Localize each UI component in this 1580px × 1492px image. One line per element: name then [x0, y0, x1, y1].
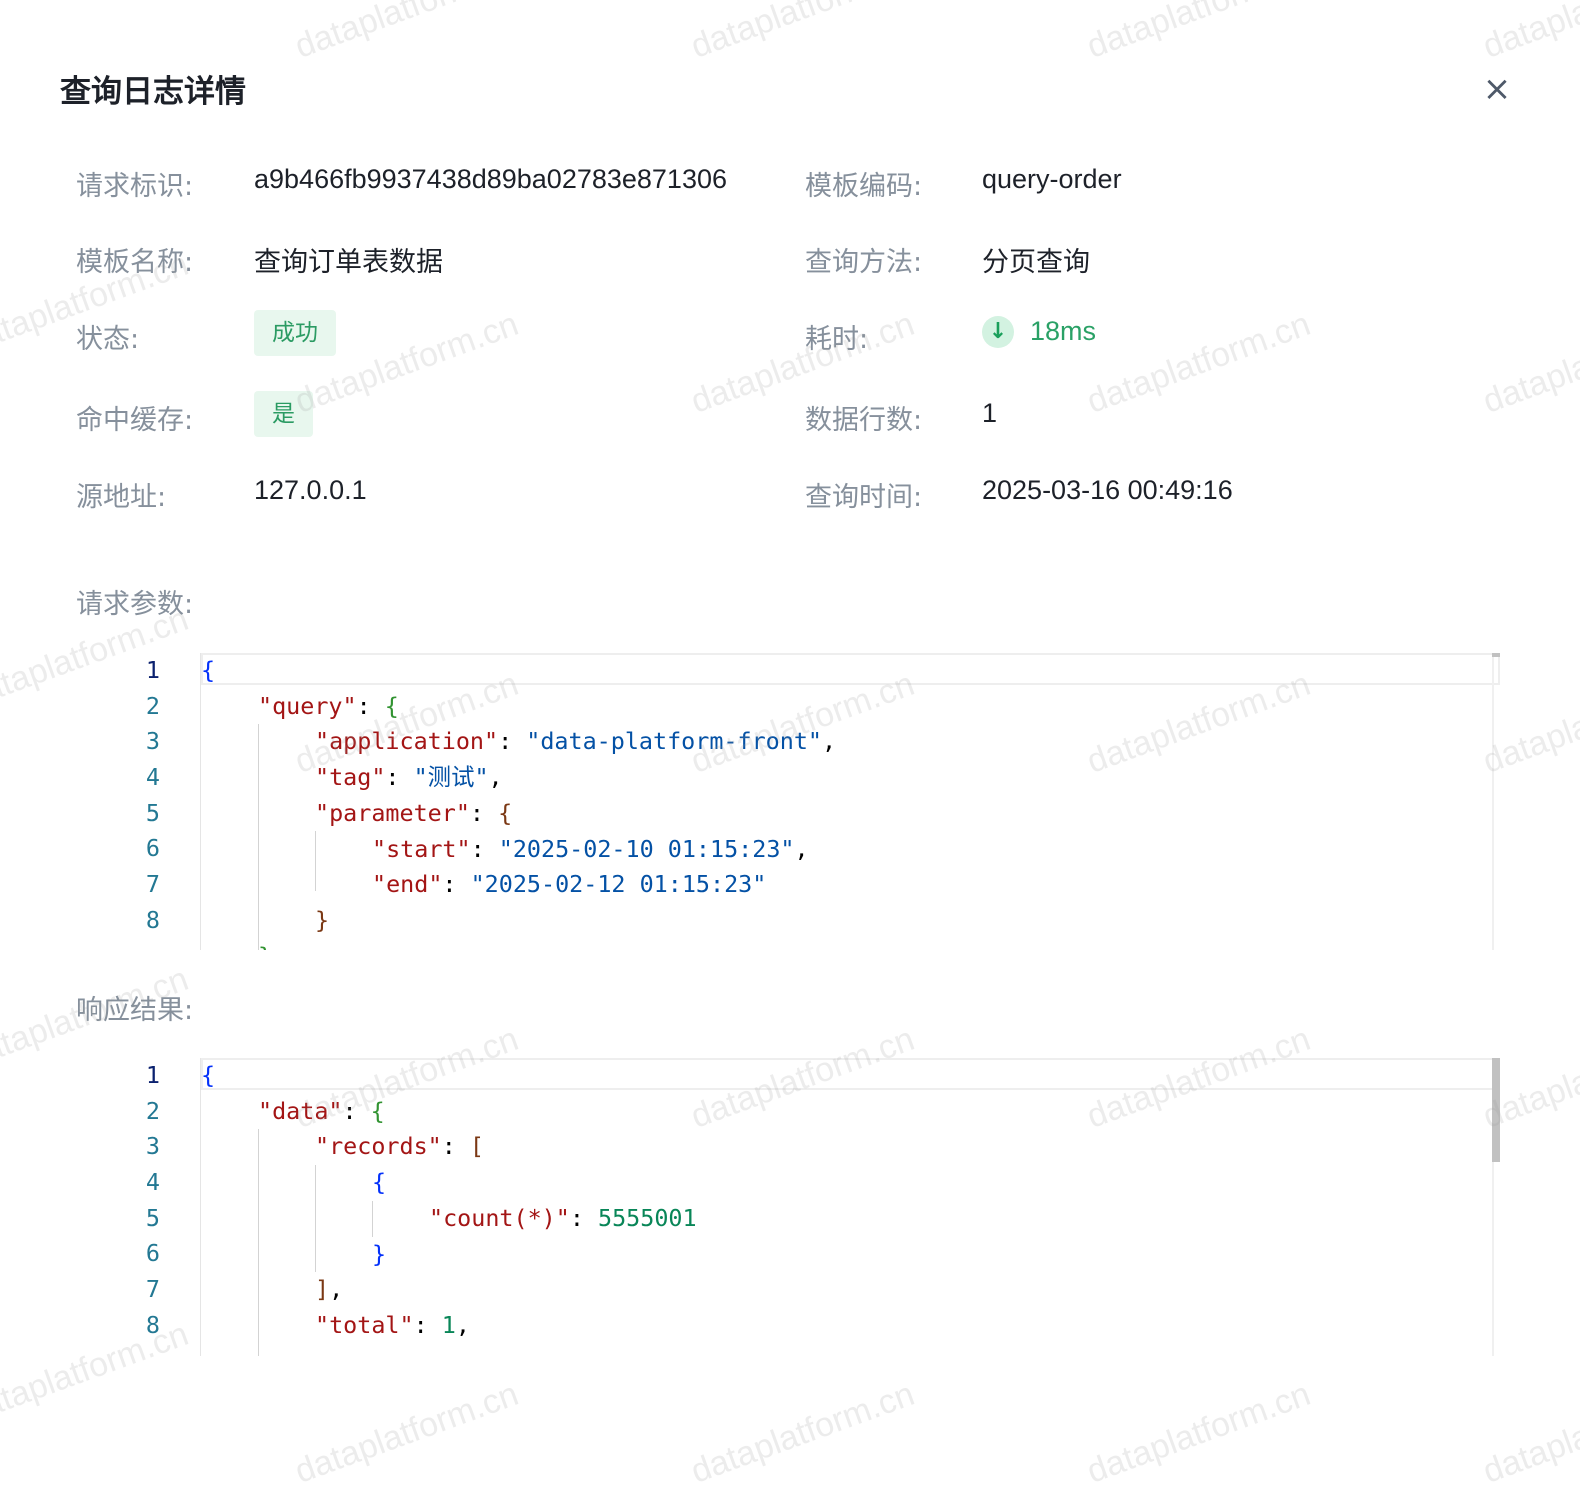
line-number: 3: [145, 1132, 160, 1161]
vertical-scrollbar[interactable]: [1492, 1058, 1500, 1162]
line-number: 2: [145, 1096, 160, 1125]
response-code-editor[interactable]: 1 2 3 4 5 6 7 8 { "data": { "records": […: [100, 1058, 1500, 1356]
indent-guide: [315, 1165, 316, 1272]
code-line: {: [372, 1168, 387, 1197]
watermark: dataplatform.cn: [290, 1374, 524, 1491]
watermark: dataplatform.cn: [686, 1374, 920, 1491]
row-count-label: 数据行数:: [805, 405, 923, 436]
source-address-label: 源地址:: [76, 482, 167, 513]
watermark: dataplatform.cn: [1478, 0, 1580, 66]
query-method-value: 分页查询: [982, 247, 1090, 278]
template-code-label: 模板编码:: [805, 171, 923, 202]
arrow-down-icon: ↓: [982, 316, 1014, 348]
code-line: "data": {: [258, 1096, 385, 1125]
line-number: 7: [145, 1275, 160, 1304]
line-number: 2: [145, 691, 160, 720]
line-number: 5: [145, 798, 160, 827]
line-number: 5: [145, 1203, 160, 1232]
code-line: }: [315, 905, 330, 934]
indent-guide: [315, 831, 316, 891]
request-code-editor[interactable]: 1 2 3 4 5 6 7 8 { "query": { "applicatio…: [100, 653, 1500, 950]
line-number: 4: [145, 1168, 160, 1197]
code-line: }: [258, 939, 272, 950]
template-code-value: query-order: [982, 164, 1122, 194]
code-line: "application": "data-platform-front",: [315, 727, 837, 756]
line-number: 8: [145, 1310, 160, 1339]
watermark: dataplatform.cn: [1082, 1374, 1316, 1491]
indent-guide: [258, 724, 259, 950]
indent-guide: [372, 1201, 373, 1237]
code-line: "total": 1,: [315, 1310, 470, 1339]
watermark: dataplatform.cn: [1478, 304, 1580, 421]
status-badge: 成功: [254, 310, 336, 356]
code-line: ],: [315, 1275, 344, 1304]
line-numbers: 1 2 3 4 5 6 7 8: [100, 653, 160, 939]
cache-hit-badge: 是: [254, 391, 313, 437]
duration-label: 耗时:: [805, 324, 869, 355]
watermark: dataplatform.cn: [1478, 1374, 1580, 1491]
duration-value: 18ms: [1030, 316, 1097, 346]
vertical-scrollbar[interactable]: [1492, 653, 1500, 657]
code-area[interactable]: { "query": { "application": "data-platfo…: [200, 653, 1500, 950]
watermark: dataplatform.cn: [686, 0, 920, 66]
request-id-label: 请求标识:: [76, 171, 194, 202]
code-line: "count(*)": 5555001: [429, 1203, 697, 1232]
watermark: dataplatform.cn: [1082, 0, 1316, 66]
code-line: "tag": "测试",: [315, 763, 503, 792]
query-time-label: 查询时间:: [805, 482, 923, 513]
code-line: }: [372, 1239, 387, 1268]
code-line: "records": [: [315, 1132, 485, 1161]
code-line: {: [201, 1061, 216, 1089]
line-number: 4: [145, 763, 160, 792]
code-line: "start": "2025-02-10 01:15:23",: [372, 834, 809, 863]
row-count-value: 1: [982, 398, 998, 428]
line-number: 6: [145, 834, 160, 863]
response-result-label: 响应结果:: [76, 995, 194, 1026]
line-number: 1: [145, 1061, 160, 1089]
line-number: 6: [145, 1239, 160, 1268]
indent-guide: [258, 1129, 259, 1356]
close-icon[interactable]: ×: [1482, 69, 1512, 109]
code-line: "parameter": {: [315, 798, 513, 827]
line-number: 8: [145, 905, 160, 934]
request-id-value: a9b466fb9937438d89ba02783e871306: [254, 164, 728, 194]
line-number: 3: [145, 727, 160, 756]
editor-edge: [1492, 1058, 1494, 1356]
code-area[interactable]: { "data": { "records": [ { "count(*)": 5…: [200, 1058, 1500, 1356]
line-number: 1: [145, 656, 160, 684]
modal-title: 查询日志详情: [60, 74, 246, 110]
request-params-label: 请求参数:: [76, 589, 194, 620]
line-numbers: 1 2 3 4 5 6 7 8: [100, 1058, 160, 1344]
template-name-value: 查询订单表数据: [254, 247, 443, 278]
query-time-value: 2025-03-16 00:49:16: [982, 475, 1233, 505]
status-label: 状态:: [76, 324, 140, 355]
watermark: dataplatform.cn: [1082, 304, 1316, 421]
code-line: {: [201, 656, 216, 684]
current-line-highlight: [201, 1058, 1500, 1090]
source-address-value: 127.0.0.1: [254, 475, 367, 505]
code-line: "query": {: [258, 691, 399, 720]
template-name-label: 模板名称:: [76, 247, 194, 278]
editor-edge: [1492, 653, 1494, 950]
query-method-label: 查询方法:: [805, 247, 923, 278]
line-number: 7: [145, 870, 160, 899]
code-line: "end": "2025-02-12 01:15:23": [372, 870, 767, 899]
current-line-highlight: [201, 653, 1500, 685]
watermark: dataplatform.cn: [290, 0, 524, 66]
cache-hit-label: 命中缓存:: [76, 405, 194, 436]
